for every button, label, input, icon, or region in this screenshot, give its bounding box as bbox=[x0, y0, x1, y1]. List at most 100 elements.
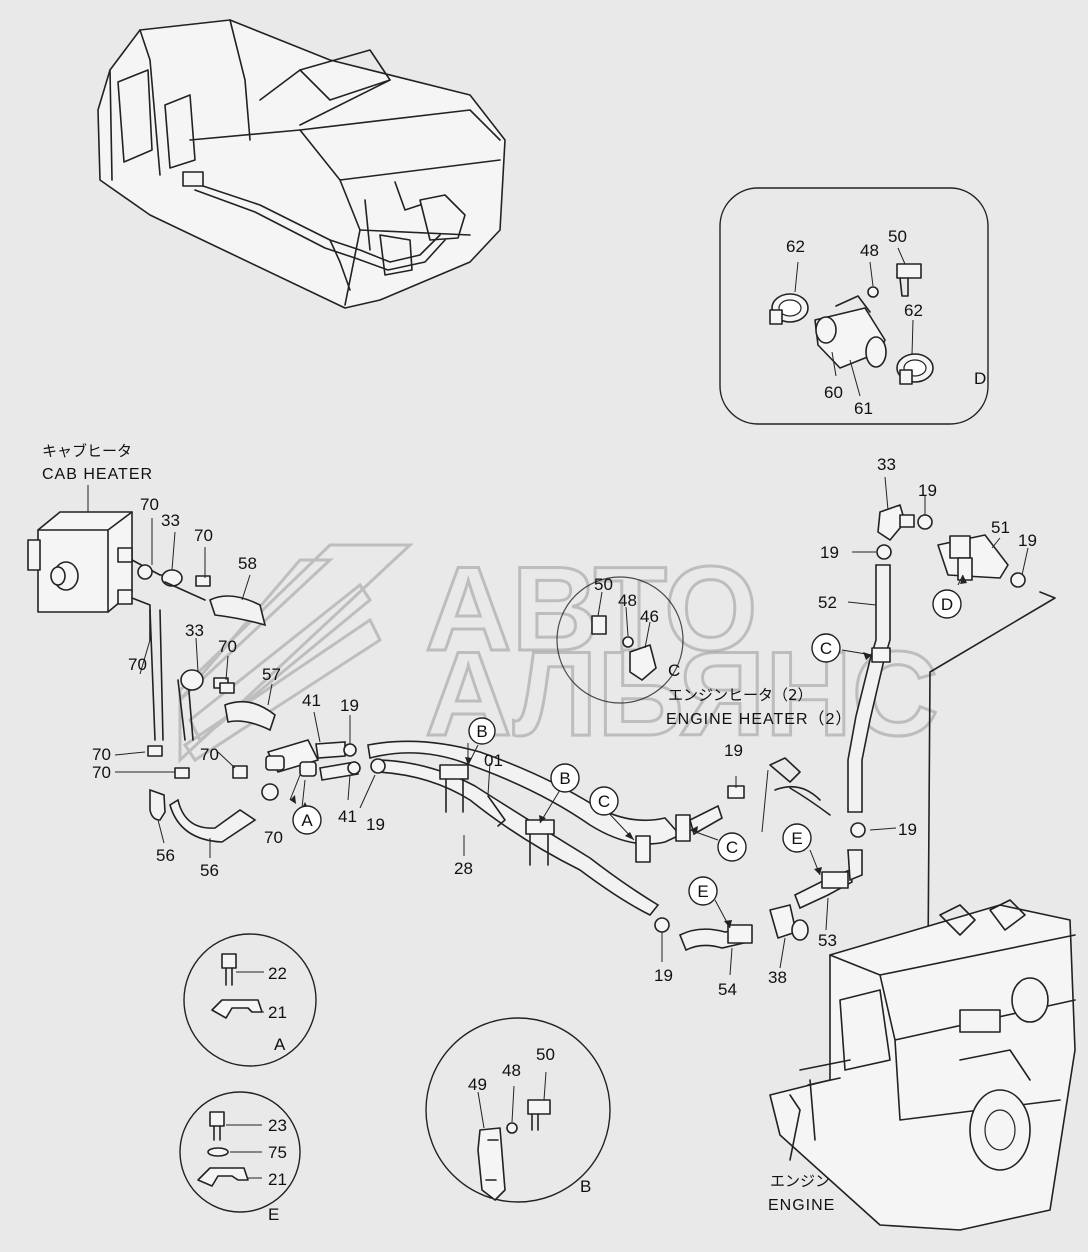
callout-38: 38 bbox=[768, 968, 787, 987]
engine-heater-en-label: ENGINE HEATER（2） bbox=[666, 710, 852, 728]
callout-48: 48 bbox=[502, 1061, 521, 1080]
callout-56: 56 bbox=[156, 846, 175, 865]
engine-heater-jp-label: エンジンヒータ（2） bbox=[668, 686, 813, 704]
callout-19: 19 bbox=[820, 543, 839, 562]
callout-19: 19 bbox=[340, 696, 359, 715]
marker-e: E bbox=[791, 829, 802, 848]
excavator-illustration bbox=[97, 19, 506, 309]
detail-letter-e: E bbox=[268, 1205, 279, 1224]
callout-41: 41 bbox=[302, 691, 321, 710]
marker-a: A bbox=[301, 811, 313, 830]
callout-33: 33 bbox=[877, 455, 896, 474]
marker-b: B bbox=[559, 769, 570, 788]
bracket-49 bbox=[477, 1127, 506, 1201]
detail-b: 50 48 49 B bbox=[425, 1017, 611, 1203]
callout-50: 50 bbox=[888, 227, 907, 246]
callout-75: 75 bbox=[268, 1143, 287, 1162]
hose-52 bbox=[847, 564, 891, 813]
cab-heater-hoses bbox=[114, 518, 276, 858]
callout-28: 28 bbox=[454, 859, 473, 878]
detail-letter-b: B bbox=[580, 1177, 591, 1196]
bolt-23 bbox=[209, 1111, 225, 1127]
hose-28 bbox=[377, 759, 660, 917]
callout-70: 70 bbox=[92, 763, 111, 782]
cab-heater: キャブヒータ CAB HEATER bbox=[27, 442, 153, 613]
callout-19: 19 bbox=[898, 820, 917, 839]
callout-19: 19 bbox=[1018, 531, 1037, 550]
callout-22: 22 bbox=[268, 964, 287, 983]
heater-box-mini bbox=[182, 171, 204, 187]
hose-57 bbox=[224, 700, 276, 732]
callout-33: 33 bbox=[185, 621, 204, 640]
callout-53: 53 bbox=[818, 931, 837, 950]
callout-70: 70 bbox=[128, 655, 147, 674]
callout-19: 19 bbox=[654, 966, 673, 985]
callout-19: 19 bbox=[918, 481, 937, 500]
detail-letter-d: D bbox=[974, 369, 986, 388]
marker-c: C bbox=[598, 792, 610, 811]
hose-58 bbox=[209, 595, 267, 627]
washer-75 bbox=[207, 1147, 229, 1157]
callout-48: 48 bbox=[860, 241, 879, 260]
callout-23: 23 bbox=[268, 1116, 287, 1135]
callout-46: 46 bbox=[640, 607, 659, 626]
callout-62: 62 bbox=[904, 301, 923, 320]
detail-c: 50 48 46 C bbox=[556, 575, 684, 704]
callout-70: 70 bbox=[264, 828, 283, 847]
watermark-line1: АВТО bbox=[425, 542, 757, 676]
engine-heater-upper bbox=[841, 476, 1056, 961]
callout-numbers: 70 33 70 58 33 70 70 57 41 19 70 70 70 7… bbox=[92, 455, 1037, 999]
callout-70: 70 bbox=[194, 526, 213, 545]
marker-c: C bbox=[726, 838, 738, 857]
callout-19: 19 bbox=[366, 815, 385, 834]
main-hoses bbox=[359, 740, 723, 962]
engine-heater-lower bbox=[678, 757, 866, 976]
callout-01: 01 bbox=[484, 751, 503, 770]
callout-48: 48 bbox=[618, 591, 637, 610]
engine-en-label: ENGINE bbox=[768, 1197, 835, 1214]
bolt-50-c bbox=[591, 615, 607, 635]
marker-c: C bbox=[820, 639, 832, 658]
bolt-22 bbox=[221, 953, 237, 969]
detail-e: 23 75 21 E bbox=[179, 1091, 301, 1224]
elbow-33a bbox=[161, 569, 183, 587]
reference-markers: A B B C C C D E E bbox=[292, 589, 962, 906]
callout-57: 57 bbox=[262, 665, 281, 684]
callout-54: 54 bbox=[718, 980, 737, 999]
clamp-assembly-a bbox=[261, 711, 361, 809]
marker-e: E bbox=[697, 882, 708, 901]
detail-letter-c: C bbox=[668, 661, 680, 680]
callout-50: 50 bbox=[536, 1045, 555, 1064]
callout-50: 50 bbox=[594, 575, 613, 594]
callout-21: 21 bbox=[268, 1170, 287, 1189]
hose-56a bbox=[149, 788, 166, 821]
callout-60: 60 bbox=[824, 383, 843, 402]
callout-70: 70 bbox=[140, 495, 159, 514]
callout-21: 21 bbox=[268, 1003, 287, 1022]
callout-52: 52 bbox=[818, 593, 837, 612]
hose-56b bbox=[169, 798, 257, 843]
bolt-50-b bbox=[527, 1099, 551, 1115]
callout-56: 56 bbox=[200, 861, 219, 880]
bolt-50 bbox=[896, 263, 922, 279]
callout-70: 70 bbox=[200, 745, 219, 764]
callout-19: 19 bbox=[724, 741, 743, 760]
clamp-21a bbox=[211, 999, 263, 1019]
callout-61: 61 bbox=[854, 399, 873, 418]
clamp-21e bbox=[197, 1167, 249, 1187]
callout-58: 58 bbox=[238, 554, 257, 573]
callout-49: 49 bbox=[468, 1075, 487, 1094]
callout-41: 41 bbox=[338, 807, 357, 826]
engine-illustration: エンジン ENGINE bbox=[768, 899, 1076, 1231]
callout-62: 62 bbox=[786, 237, 805, 256]
marker-d: D bbox=[941, 595, 953, 614]
detail-a: 22 21 A bbox=[183, 933, 317, 1067]
cab-heater-en-label: CAB HEATER bbox=[42, 466, 153, 483]
engine-jp-label: エンジン bbox=[770, 1172, 830, 1190]
detail-d: 62 48 50 62 60 61 D bbox=[719, 187, 989, 425]
callout-33: 33 bbox=[161, 511, 180, 530]
callout-51: 51 bbox=[991, 518, 1010, 537]
callout-70: 70 bbox=[92, 745, 111, 764]
